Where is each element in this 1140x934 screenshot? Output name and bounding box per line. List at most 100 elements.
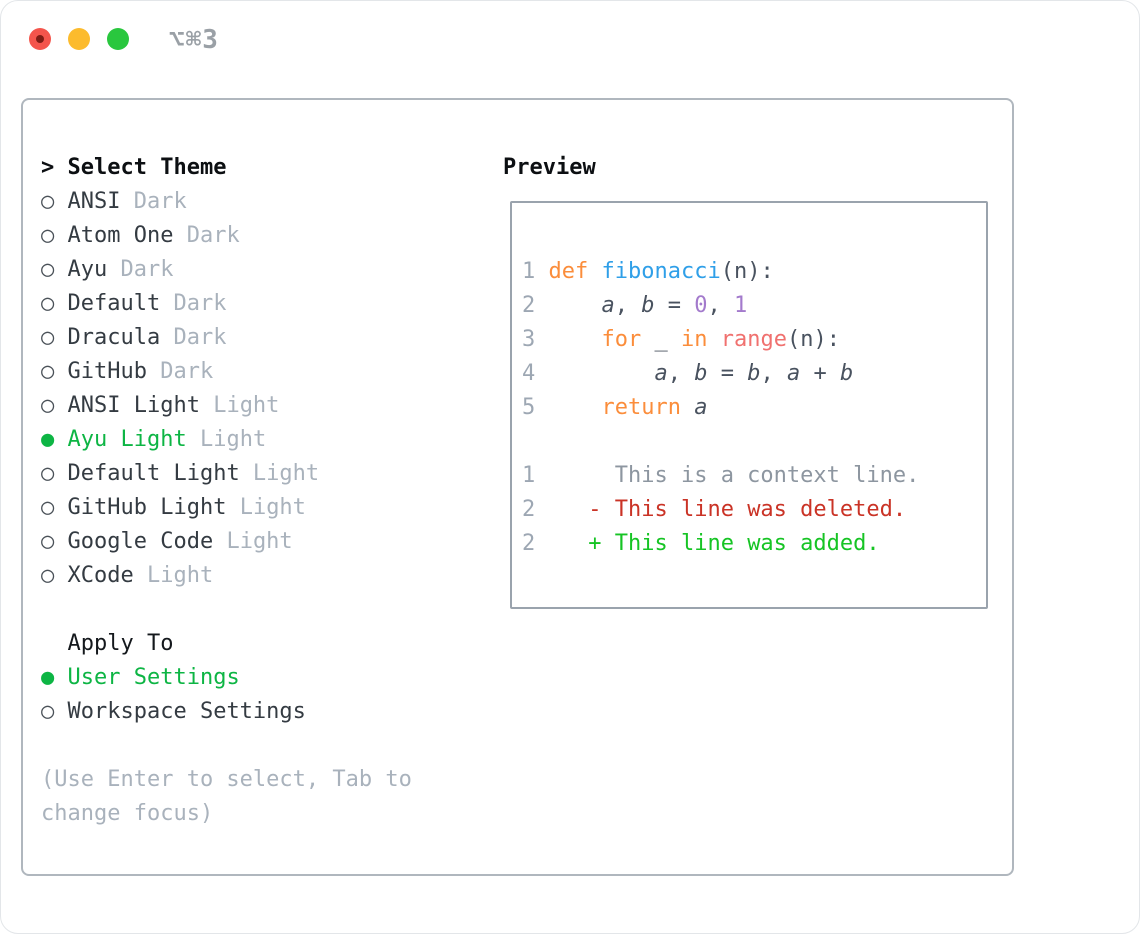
token-bi: range bbox=[720, 327, 787, 352]
line-number: 5 bbox=[522, 395, 549, 420]
theme-option-github-dark[interactable]: ○ GitHub Dark bbox=[41, 355, 412, 389]
theme-name: Google Code bbox=[67, 529, 214, 554]
select-theme-header-label: Select Theme bbox=[67, 155, 227, 180]
spacer-row bbox=[41, 729, 412, 763]
theme-variant: Light bbox=[213, 529, 293, 554]
code-blank-line bbox=[522, 425, 919, 459]
token-del: - This line was deleted. bbox=[588, 497, 907, 522]
token-va: a bbox=[786, 361, 801, 386]
minimize-button[interactable] bbox=[68, 28, 90, 50]
token-pl: = bbox=[654, 293, 695, 318]
code-line-5: 5 return a bbox=[522, 391, 919, 425]
theme-name: GitHub Light bbox=[67, 495, 227, 520]
theme-option-ayu-light-light[interactable]: ● Ayu Light Light bbox=[41, 423, 412, 457]
help-text-line-2: change focus) bbox=[41, 797, 412, 831]
select-theme-header: > Select Theme bbox=[41, 151, 412, 185]
theme-option-ansi-dark[interactable]: ○ ANSI Dark bbox=[41, 185, 412, 219]
radio-unselected-icon: ○ bbox=[41, 495, 68, 520]
token-nu: 1 bbox=[733, 293, 748, 318]
apply-option-label: User Settings bbox=[67, 665, 240, 690]
line-number: 1 bbox=[522, 259, 549, 284]
code-line-7: 1 This is a context line. bbox=[522, 459, 919, 493]
token-pl bbox=[549, 395, 602, 420]
theme-option-default-light-light[interactable]: ○ Default Light Light bbox=[41, 457, 412, 491]
radio-unselected-icon: ○ bbox=[41, 359, 68, 384]
theme-variant: Dark bbox=[160, 291, 227, 316]
token-add: + This line was added. bbox=[588, 531, 880, 556]
window-shortcut-label: ⌥⌘3 bbox=[169, 25, 219, 55]
theme-option-github-light-light[interactable]: ○ GitHub Light Light bbox=[41, 491, 412, 525]
apply-option-label: Workspace Settings bbox=[67, 699, 306, 724]
line-number: 2 bbox=[522, 531, 549, 556]
theme-variant: Light bbox=[186, 427, 267, 452]
theme-name: Atom One bbox=[67, 223, 174, 248]
theme-option-ayu-dark[interactable]: ○ Ayu Dark bbox=[41, 253, 412, 287]
radio-unselected-icon: ○ bbox=[41, 291, 68, 316]
line-number: 2 bbox=[522, 497, 549, 522]
code-line-3: 3 for _ in range(n): bbox=[522, 323, 919, 357]
apply-to-header: Apply To bbox=[41, 627, 412, 661]
token-va: a bbox=[654, 361, 668, 386]
help-text: (Use Enter to select, Tab to bbox=[41, 767, 412, 792]
radio-unselected-icon: ○ bbox=[41, 223, 68, 248]
theme-option-atom-one-dark[interactable]: ○ Atom One Dark bbox=[41, 219, 412, 253]
token-pl: , bbox=[760, 361, 787, 386]
theme-option-ansi-light-light[interactable]: ○ ANSI Light Light bbox=[41, 389, 412, 423]
token-pl bbox=[549, 361, 655, 386]
token-pl bbox=[588, 259, 601, 284]
apply-option-workspace-settings[interactable]: ○ Workspace Settings bbox=[41, 695, 412, 729]
theme-variant: Dark bbox=[173, 223, 240, 248]
code-line-4: 4 a, b = b, a + b bbox=[522, 357, 919, 391]
token-pl: _ bbox=[641, 327, 681, 352]
token-pl bbox=[549, 327, 602, 352]
radio-unselected-icon: ○ bbox=[41, 325, 68, 350]
token-kw: in bbox=[680, 327, 708, 352]
theme-name: ANSI bbox=[67, 189, 121, 214]
radio-selected-icon: ● bbox=[41, 665, 68, 690]
theme-name: XCode bbox=[67, 563, 134, 588]
apply-option-user-settings[interactable]: ● User Settings bbox=[41, 661, 412, 695]
theme-variant: Light bbox=[239, 461, 320, 486]
radio-unselected-icon: ○ bbox=[41, 529, 68, 554]
code-line-9: 2 + This line was added. bbox=[522, 527, 919, 561]
token-nu: 0 bbox=[694, 293, 708, 318]
token-pl: , bbox=[614, 293, 642, 318]
theme-variant: Dark bbox=[146, 359, 214, 384]
radio-unselected-icon: ○ bbox=[41, 461, 68, 486]
token-pl bbox=[549, 531, 589, 556]
theme-and-apply-list: > Select Theme○ ANSI Dark○ Atom One Dark… bbox=[41, 151, 412, 831]
token-pl bbox=[549, 463, 615, 488]
theme-option-dracula-dark[interactable]: ○ Dracula Dark bbox=[41, 321, 412, 355]
theme-option-google-code-light[interactable]: ○ Google Code Light bbox=[41, 525, 412, 559]
code-line-2: 2 a, b = 0, 1 bbox=[522, 289, 919, 323]
theme-variant: Dark bbox=[120, 189, 187, 214]
token-kw: for bbox=[601, 327, 642, 352]
token-va: b bbox=[839, 361, 854, 386]
token-kw: return bbox=[601, 395, 681, 420]
preview-title: Preview bbox=[503, 155, 596, 180]
close-button[interactable] bbox=[29, 28, 51, 50]
line-number: 2 bbox=[522, 293, 549, 318]
theme-name: GitHub bbox=[67, 359, 147, 384]
spacer-row bbox=[41, 593, 412, 627]
token-va: a bbox=[601, 293, 615, 318]
maximize-button[interactable] bbox=[107, 28, 129, 50]
theme-option-xcode-light[interactable]: ○ XCode Light bbox=[41, 559, 412, 593]
token-pl: , bbox=[707, 293, 734, 318]
theme-variant: Light bbox=[133, 563, 214, 588]
theme-variant: Dark bbox=[160, 325, 227, 350]
radio-unselected-icon: ○ bbox=[41, 393, 68, 418]
radio-unselected-icon: ○ bbox=[41, 699, 68, 724]
header-indent bbox=[41, 631, 68, 656]
theme-option-default-dark[interactable]: ○ Default Dark bbox=[41, 287, 412, 321]
token-pl: (n): bbox=[720, 259, 774, 284]
code-line-8: 2 - This line was deleted. bbox=[522, 493, 919, 527]
theme-name: Dracula bbox=[67, 325, 161, 350]
radio-unselected-icon: ○ bbox=[41, 189, 68, 214]
prompt-icon: > bbox=[41, 155, 68, 180]
help-text-line-1: (Use Enter to select, Tab to bbox=[41, 763, 412, 797]
token-ctx: This is a context line. bbox=[614, 463, 920, 488]
theme-name: Default Light bbox=[67, 461, 240, 486]
